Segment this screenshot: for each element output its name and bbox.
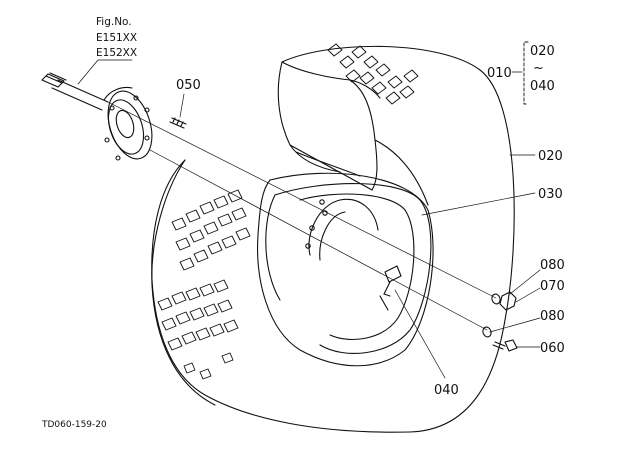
- group-bracket: [523, 41, 529, 105]
- group-range-separator: ~: [533, 61, 544, 76]
- fig-no-label: Fig.No.: [96, 16, 132, 28]
- callout-080-upper: 080: [540, 258, 565, 273]
- group-number: 010: [487, 66, 512, 81]
- nut-and-washers: [482, 291, 517, 338]
- tire: [151, 45, 515, 433]
- rim: [265, 183, 432, 354]
- callout-060: 060: [540, 341, 565, 356]
- leader-lines: [77, 59, 541, 379]
- tread-pattern-left-lower: [157, 279, 239, 380]
- axle-shaft: [41, 72, 153, 161]
- callout-040: 040: [434, 383, 459, 398]
- group-range-top: 020: [530, 44, 555, 59]
- callout-070: 070: [540, 279, 565, 294]
- assembly-centerlines: [107, 101, 497, 331]
- callout-020: 020: [538, 149, 563, 164]
- bolt: [492, 339, 518, 352]
- fig-code-1: E151XX: [96, 32, 137, 44]
- fig-code-2: E152XX: [96, 47, 137, 59]
- drawing-code: TD060-159-20: [41, 420, 107, 430]
- callout-080-lower: 080: [540, 309, 565, 324]
- tread-pattern-top: [327, 43, 419, 105]
- tread-pattern-left-upper: [171, 189, 251, 271]
- callout-030: 030: [538, 187, 563, 202]
- stud: [169, 117, 187, 129]
- group-range-bottom: 040: [530, 79, 555, 94]
- callout-050: 050: [176, 78, 201, 93]
